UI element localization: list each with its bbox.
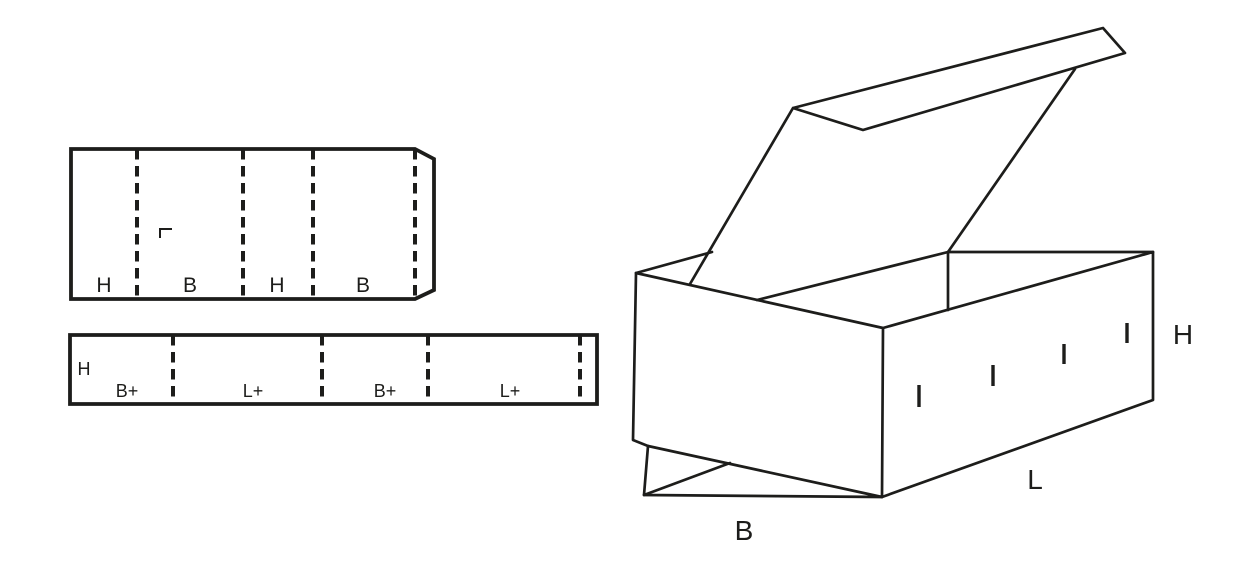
panel-label: B+: [374, 381, 397, 401]
flat-pattern-body: H B+ L+ B+ L+: [68, 333, 599, 406]
body-pattern-outline: [68, 333, 599, 406]
panel-label: B: [183, 274, 197, 297]
box-height-label: H: [1173, 319, 1193, 350]
box-width-label: B: [735, 515, 754, 546]
box-front-face: [631, 271, 885, 499]
corner-mark: [159, 228, 172, 238]
panel-label: H: [96, 274, 111, 297]
box-bottom-flap-crease: [642, 461, 732, 497]
box-hinge-line: [755, 250, 1155, 302]
lid-right-edge: [946, 67, 1077, 254]
flat-pattern-lid: H B H B: [69, 147, 436, 301]
strip-height-label: H: [78, 359, 91, 379]
lid-panel: [688, 26, 1127, 286]
panel-label: L+: [500, 381, 521, 401]
panel-label: L+: [243, 381, 264, 401]
lid-pattern-outline: [69, 147, 436, 301]
panel-label: B: [356, 274, 370, 297]
box-left-wall-top-edge: [634, 250, 714, 275]
box-side-face: [880, 250, 1155, 499]
box-length-label: L: [1027, 464, 1043, 495]
panel-label: B+: [116, 381, 139, 401]
panel-label: H: [269, 274, 284, 297]
assembled-box: B L H: [631, 26, 1193, 546]
